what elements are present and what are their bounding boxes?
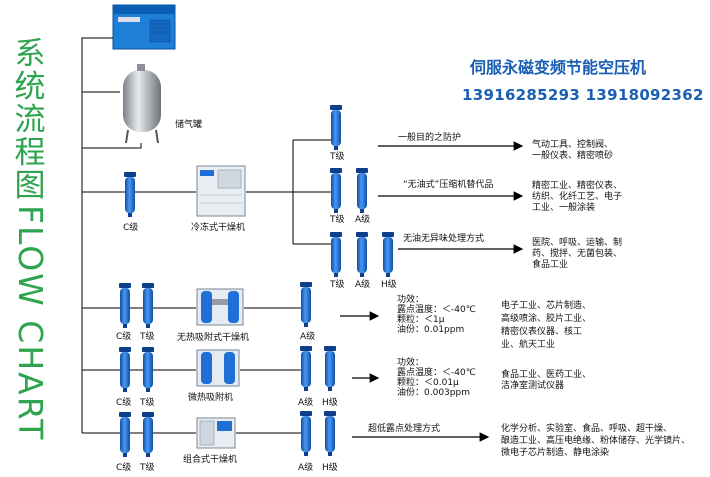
arrows xyxy=(340,141,524,442)
uses-line: 酿造工业、高压电绝缘、粉体储存、光学镜片、 xyxy=(501,436,691,446)
filter-label: C级 xyxy=(116,332,132,342)
a-filter-icon xyxy=(300,282,312,327)
filter-label: A级 xyxy=(355,280,371,290)
a-filter-icon xyxy=(300,411,312,456)
air-tank-icon xyxy=(123,64,161,144)
uses-line: 工业、一般涂装 xyxy=(532,203,596,213)
uses-line: 气动工具、控制阀、 xyxy=(532,140,614,150)
uses-line: 业、航天工业 xyxy=(501,340,556,350)
title-cn: 系统流程图 xyxy=(14,36,46,204)
spec-line: 油份：0.003ppm xyxy=(397,388,470,398)
uses-line: 食品工业、医药工业、 xyxy=(501,370,592,380)
filter-label: A级 xyxy=(300,332,316,342)
combined-dryer-icon xyxy=(196,417,236,449)
c-filter-icon xyxy=(124,172,136,217)
phone-numbers: 13916285293 13918092362 xyxy=(462,86,704,104)
uses-line: 洁净室测试仪器 xyxy=(501,381,565,391)
spec-line: 露点温度：＜-40℃ xyxy=(397,368,476,378)
tank-label: 储气罐 xyxy=(175,120,203,130)
t-filter-icon xyxy=(330,232,342,277)
branch-arrow-text: “无油式”压缩机替代品 xyxy=(403,180,494,190)
uses-line: 精密仪表仪器、核工 xyxy=(501,327,583,337)
filter-label: T级 xyxy=(330,215,345,225)
h-filter-icon xyxy=(324,346,336,391)
uses-line: 高级喷涂、胶片工业、 xyxy=(501,314,592,324)
uses-line: 化学分析、实验室、食品、呼吸、超干燥、 xyxy=(501,424,673,434)
t-filter-icon xyxy=(142,347,154,392)
filter-label: T级 xyxy=(140,463,155,473)
combined-dryer-label: 组合式干燥机 xyxy=(183,455,238,465)
uses-line: 医院、呼吸、运输、制 xyxy=(532,238,623,248)
uses-line: 纺织、化纤工艺、电子 xyxy=(532,192,623,202)
filter-label: H级 xyxy=(381,280,397,290)
filter-label: H级 xyxy=(322,398,338,408)
micro-heat-dryer-label: 微热吸附机 xyxy=(188,393,234,403)
t-filter-icon xyxy=(330,168,342,213)
filter-label: A级 xyxy=(298,463,314,473)
refrigerated-dryer-icon xyxy=(196,165,246,217)
uses-line: 电子工业、芯片制造、 xyxy=(501,301,592,311)
filter-label: T级 xyxy=(330,280,345,290)
filter-label: T级 xyxy=(140,398,155,408)
spec-line: 功效： xyxy=(397,295,425,305)
a-filter-icon xyxy=(356,232,368,277)
c-filter-icon xyxy=(119,347,131,392)
branch-arrow-text: 一般目的之防护 xyxy=(398,133,462,143)
c-filter-icon xyxy=(119,283,131,328)
brand-name: 伺服永磁变频节能空压机 xyxy=(470,58,647,77)
heatless-dryer-label: 无热吸附式干燥机 xyxy=(177,333,250,343)
t-filter-icon xyxy=(142,412,154,457)
spec-line: 油份：0.01ppm xyxy=(397,325,465,335)
uses-line: 食品工业 xyxy=(532,260,569,270)
title-en: FLOW CHART xyxy=(11,205,50,442)
spec-line: 颗粒：＜1μ xyxy=(397,315,445,325)
filter-label: T级 xyxy=(140,332,155,342)
a-filter-icon xyxy=(300,346,312,391)
connector-lines xyxy=(81,37,338,434)
uses-line: 精密工业、精密仪表、 xyxy=(532,181,623,191)
c-filter-label: C级 xyxy=(123,223,139,233)
refrigerated-dryer-label: 冷冻式干燥机 xyxy=(191,223,246,233)
h-filter-icon xyxy=(324,411,336,456)
spec-line: 颗粒：＜0.01μ xyxy=(397,378,459,388)
filter-label: T级 xyxy=(330,152,345,162)
uses-line: 一般仪表、精密喷砂 xyxy=(532,151,614,161)
h-filter-icon xyxy=(382,232,394,277)
t-filter-icon xyxy=(330,105,342,150)
micro-heat-adsorption-dryer-icon xyxy=(196,349,240,387)
branch-arrow-text: 无油无异味处理方式 xyxy=(403,234,485,244)
uses-line: 微电子芯片制造、静电涂染 xyxy=(501,448,610,458)
air-compressor-icon xyxy=(112,4,176,50)
filter-label: C级 xyxy=(116,398,132,408)
a-filter-icon xyxy=(356,168,368,213)
spec-line: 功效： xyxy=(397,358,425,368)
heatless-adsorption-dryer-icon xyxy=(196,288,244,326)
c-filter-icon xyxy=(119,412,131,457)
branch-arrow-text: 超低露点处理方式 xyxy=(368,424,441,434)
filter-label: A级 xyxy=(298,398,314,408)
uses-line: 药、搅拌、无菌包装、 xyxy=(532,249,623,259)
flow-chart-title: 系统流程图 FLOW CHART xyxy=(8,36,52,442)
spec-line: 露点温度：＜-40℃ xyxy=(397,305,476,315)
t-filter-icon xyxy=(142,283,154,328)
filter-label: H级 xyxy=(322,463,338,473)
filter-label: A级 xyxy=(355,215,371,225)
filter-label: C级 xyxy=(116,463,132,473)
